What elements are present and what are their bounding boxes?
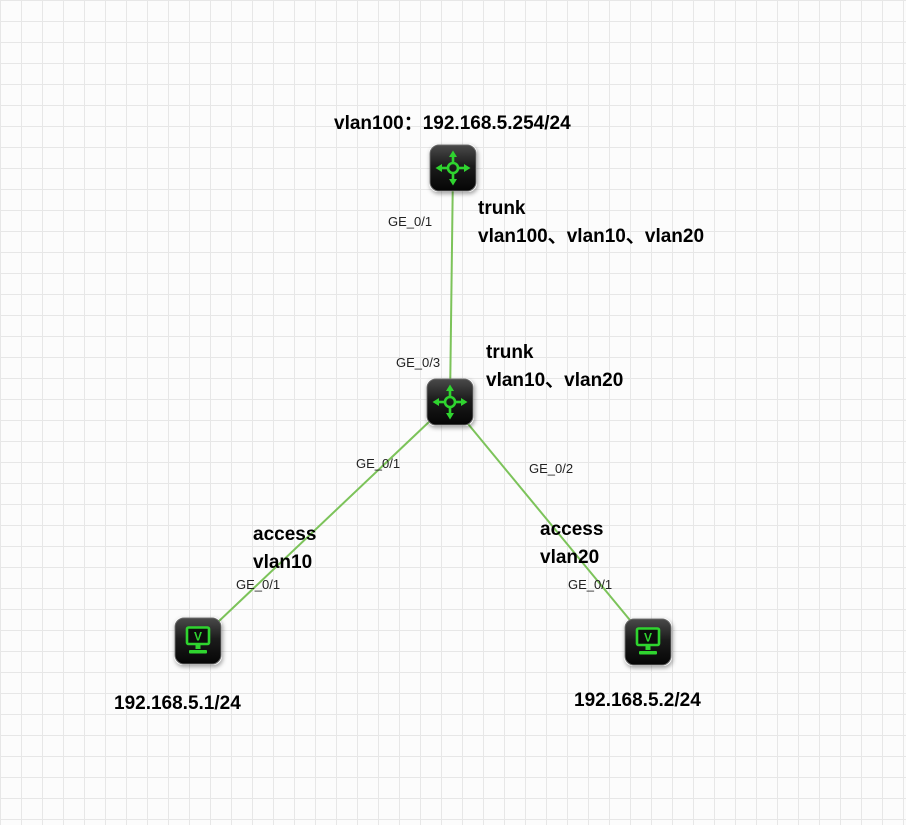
port-label-middle-switch-ge01: GE_0/1 bbox=[356, 456, 401, 471]
link-vlans-label: vlan10、vlan20 bbox=[486, 370, 624, 391]
link-access-pc-right[interactable] bbox=[449, 401, 649, 643]
annotation-pc-right-ip: 192.168.5.2/24 bbox=[574, 690, 701, 711]
switch-node-top[interactable] bbox=[429, 144, 477, 192]
annotation-pc-left-ip: 192.168.5.1/24 bbox=[114, 693, 241, 714]
link-label-trunk-middle: trunk vlan10、vlan20 bbox=[486, 339, 623, 395]
pc-node-left[interactable]: V bbox=[174, 617, 222, 665]
link-label-access-right: access vlan20 bbox=[540, 516, 603, 572]
svg-text:V: V bbox=[644, 631, 652, 645]
switch-node-middle[interactable] bbox=[426, 378, 474, 426]
port-label-middle-switch-ge03: GE_0/3 bbox=[396, 355, 441, 370]
port-label-pc-right-ge01: GE_0/1 bbox=[568, 577, 613, 592]
annotation-vlan100-ip: vlan100：192.168.5.254/24 bbox=[334, 113, 571, 134]
pc-icon: V bbox=[624, 618, 672, 666]
link-mode-label: access bbox=[540, 519, 604, 540]
link-mode-label: trunk bbox=[486, 342, 534, 363]
svg-text:V: V bbox=[194, 630, 202, 644]
link-access-pc-left[interactable] bbox=[197, 401, 451, 642]
pc-icon: V bbox=[174, 617, 222, 665]
link-vlans-label: vlan10 bbox=[253, 552, 313, 573]
link-mode-label: trunk bbox=[478, 198, 526, 219]
link-mode-label: access bbox=[253, 524, 317, 545]
port-label-top-switch-ge01: GE_0/1 bbox=[388, 214, 433, 229]
link-label-trunk-top: trunk vlan100、vlan10、vlan20 bbox=[478, 195, 704, 251]
link-vlans-label: vlan20 bbox=[540, 547, 600, 568]
pc-node-right[interactable]: V bbox=[624, 618, 672, 666]
port-label-middle-switch-ge02: GE_0/2 bbox=[529, 461, 574, 476]
link-label-access-left: access vlan10 bbox=[253, 521, 316, 577]
switch-icon bbox=[429, 144, 477, 192]
port-label-pc-left-ge01: GE_0/1 bbox=[236, 577, 281, 592]
link-trunk-core[interactable] bbox=[449, 167, 454, 403]
link-vlans-label: vlan100、vlan10、vlan20 bbox=[478, 226, 705, 247]
switch-icon bbox=[426, 378, 474, 426]
